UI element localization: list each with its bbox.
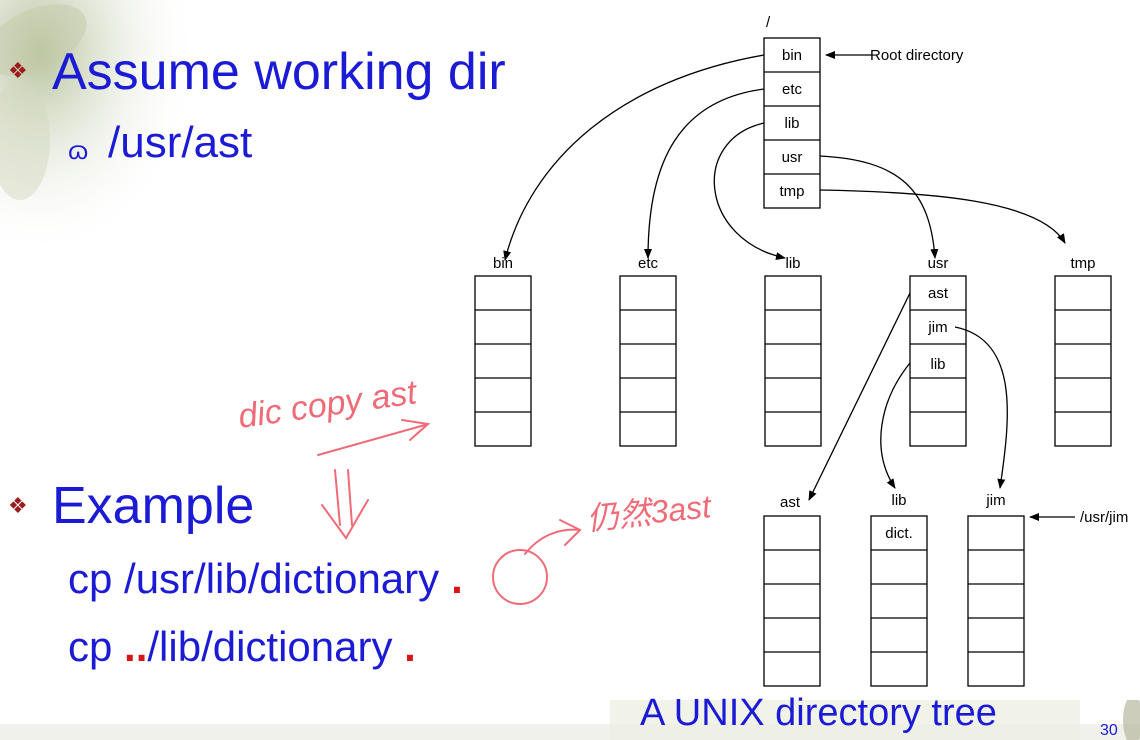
arrow-root-usr bbox=[819, 155, 939, 259]
dir-box-usr-lib bbox=[870, 515, 928, 687]
command-line-2: cp ../lib/dictionary . bbox=[68, 623, 416, 671]
diagram-caption: A UNIX directory tree bbox=[640, 692, 997, 734]
dir-box-etc bbox=[619, 275, 677, 447]
dir-box-ast bbox=[763, 515, 821, 687]
command-line-1: cp /usr/lib/dictionary. bbox=[68, 555, 463, 603]
handwritten-note-2: 仍然3ast bbox=[585, 488, 714, 537]
dir-box-lib bbox=[764, 275, 822, 447]
command-1-text: cp /usr/lib/dictionary bbox=[68, 555, 440, 602]
sub-bullet-icon: ɷ bbox=[68, 135, 89, 165]
root-entry-etc: etc bbox=[782, 81, 803, 98]
usr-jim-label: /usr/jim bbox=[1080, 509, 1128, 526]
handwritten-arrow bbox=[317, 424, 426, 456]
arrow-usr-jim bbox=[954, 326, 1008, 489]
root-directory-box bbox=[763, 37, 821, 209]
leaf-decoration bbox=[0, 0, 200, 260]
handwritten-link bbox=[524, 528, 581, 555]
handwritten-arrowhead bbox=[401, 419, 431, 441]
command-1-dot: . bbox=[451, 555, 463, 602]
dir-label-ast: ast bbox=[780, 494, 801, 511]
footer-decoration bbox=[0, 700, 1140, 740]
arrow-root-etc bbox=[644, 88, 765, 259]
dir-label-tmp: tmp bbox=[1070, 255, 1095, 272]
usr-entry-lib: lib bbox=[930, 356, 945, 373]
bullet-diamond-icon: ❖ bbox=[8, 58, 28, 83]
dir-label-jim: jim bbox=[985, 492, 1005, 509]
dir-box-usr bbox=[909, 275, 967, 447]
root-entry-usr: usr bbox=[782, 149, 803, 166]
root-entry-tmp: tmp bbox=[779, 183, 804, 200]
usr-entry-ast: ast bbox=[928, 285, 949, 302]
arrow-root-bin bbox=[503, 54, 765, 261]
arrow-root-lib bbox=[713, 122, 786, 261]
bullet-diamond-icon: ❖ bbox=[8, 493, 28, 518]
handwritten-circle bbox=[492, 549, 548, 605]
dir-label-usr-lib: lib bbox=[891, 492, 906, 509]
bullet-example: Example bbox=[52, 477, 255, 535]
root-slash-label: / bbox=[766, 14, 771, 31]
dir-label-etc: etc bbox=[638, 255, 659, 272]
dir-box-tmp bbox=[1054, 275, 1112, 447]
handwritten-note-1: dic copy ast bbox=[236, 373, 421, 436]
dir-label-usr: usr bbox=[928, 255, 949, 272]
page-number: 30 bbox=[1100, 722, 1118, 739]
lib-entry-dict: dict. bbox=[885, 525, 913, 542]
usr-entry-jim: jim bbox=[927, 319, 947, 336]
dir-box-jim bbox=[967, 515, 1025, 687]
dir-label-bin: bin bbox=[493, 255, 513, 272]
dir-label-lib: lib bbox=[785, 255, 800, 272]
command-2-rest: /lib/dictionary bbox=[147, 623, 405, 670]
arrow-root-tmp bbox=[819, 189, 1066, 244]
root-entry-bin: bin bbox=[782, 47, 802, 64]
command-2-dots: .. bbox=[124, 623, 148, 670]
dir-box-bin bbox=[474, 275, 532, 447]
handwritten-down-arrow bbox=[334, 469, 341, 526]
sub-bullet-path: /usr/ast bbox=[108, 118, 253, 167]
root-directory-label: Root directory bbox=[870, 47, 964, 64]
root-entry-lib: lib bbox=[784, 115, 799, 132]
arrow-usr-ast bbox=[808, 292, 911, 501]
command-2-dot: . bbox=[404, 623, 416, 670]
arrow-usr-lib bbox=[880, 362, 911, 489]
command-2-prefix: cp bbox=[68, 623, 125, 670]
bullet-working-dir: Assume working dir bbox=[52, 43, 506, 101]
